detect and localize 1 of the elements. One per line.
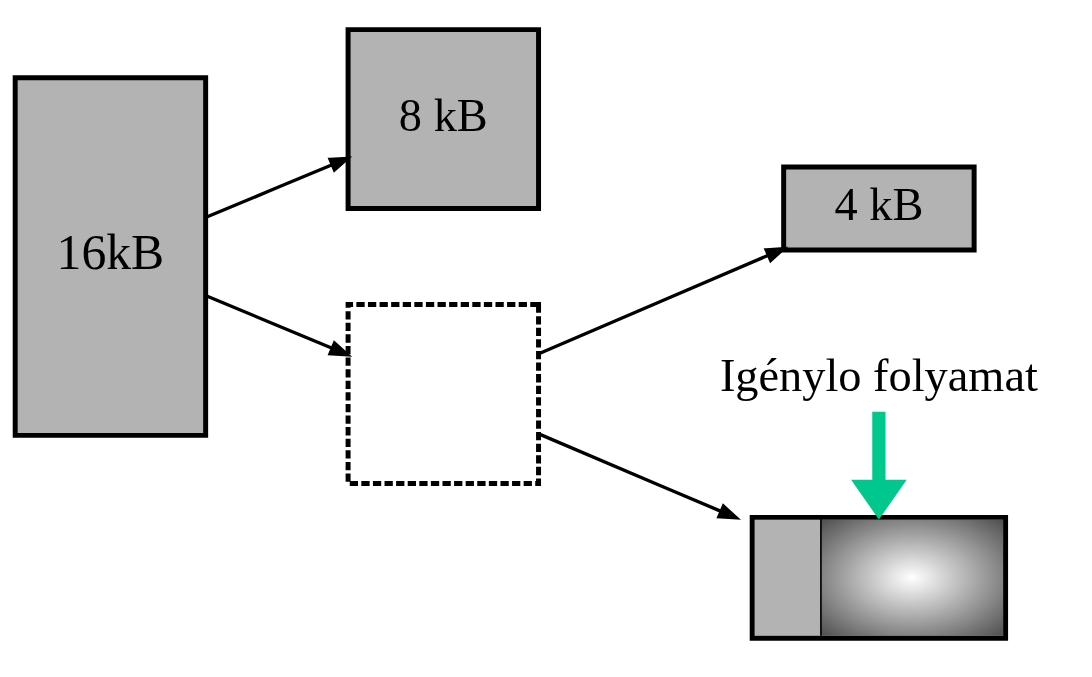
node-text: Igénylo folyamat xyxy=(719,349,1038,401)
